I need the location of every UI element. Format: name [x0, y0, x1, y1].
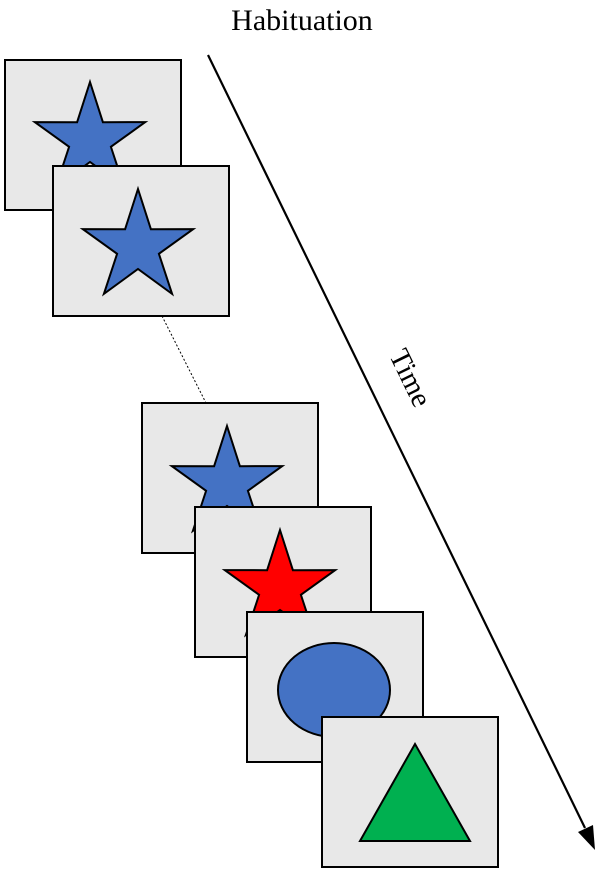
star-shape	[79, 185, 197, 297]
time-arrow	[207, 54, 595, 850]
diagram-title: Habituation	[231, 4, 373, 37]
triangle-shape	[358, 741, 472, 842]
ellipsis-connector	[161, 315, 207, 404]
trial-card-6	[321, 716, 499, 868]
star-shape	[31, 78, 149, 190]
trial-card-2	[52, 165, 230, 317]
star-shape	[221, 526, 339, 638]
time-label: Time	[383, 344, 438, 412]
time-arrowhead	[578, 825, 595, 850]
